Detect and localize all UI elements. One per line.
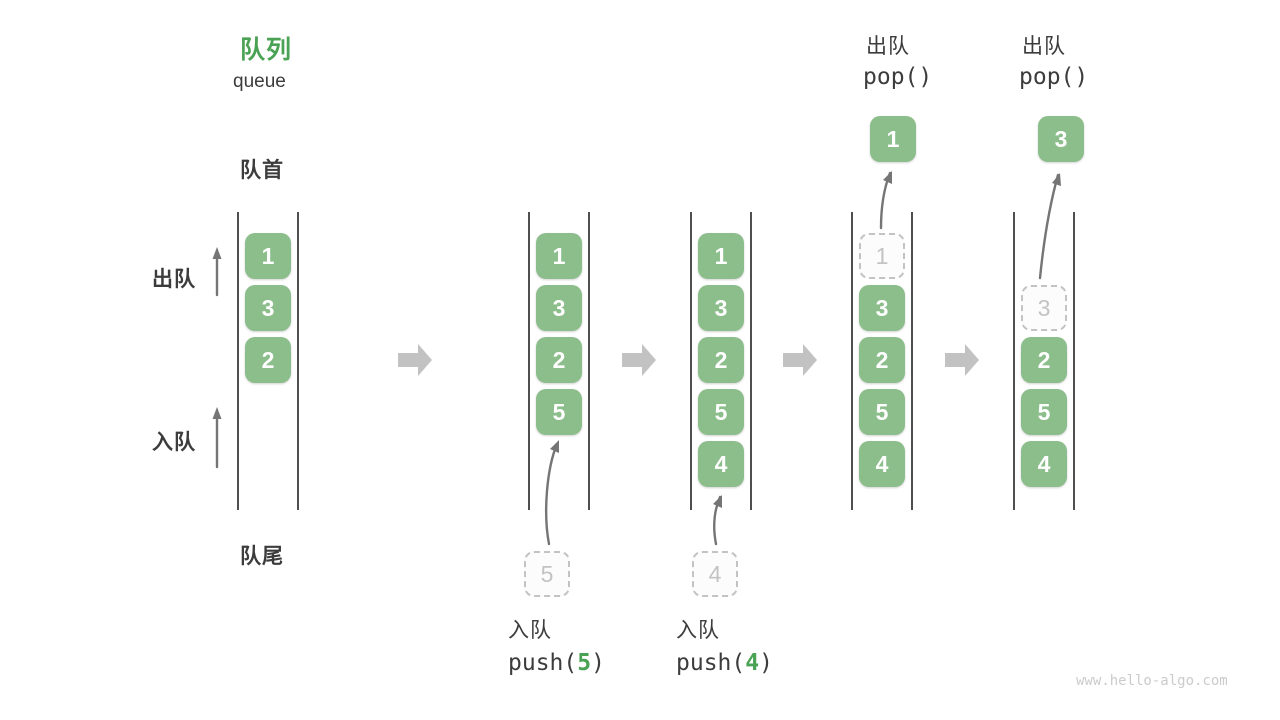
dequeue-op-label: 出队: [1022, 35, 1066, 58]
queue-cell: 1: [245, 233, 291, 279]
pop-arrow-icon: [1038, 173, 1061, 280]
queue-wall-right: [297, 212, 299, 510]
enqueue-direction-label: 入队: [152, 431, 196, 454]
queue-front-label: 队首: [240, 159, 284, 182]
queue-cell: 2: [536, 337, 582, 383]
queue-cell: 5: [698, 389, 744, 435]
pop-arrow-icon: [879, 171, 892, 230]
enqueue-direction-arrow-icon: [212, 407, 222, 469]
queue-cell: 3: [698, 285, 744, 331]
queue-cell: 1: [698, 233, 744, 279]
diagram-title-zh: 队列: [240, 36, 293, 64]
queue-cell: 4: [698, 441, 744, 487]
watermark: www.hello-algo.com: [1076, 673, 1228, 689]
push-code-post: ): [759, 650, 773, 676]
queue-cell: 2: [859, 337, 905, 383]
queue-wall-left: [237, 212, 239, 510]
queue-cell: 4: [859, 441, 905, 487]
pop-code-label: pop(): [863, 64, 933, 90]
queue-cell: 3: [536, 285, 582, 331]
queue-cell: 4: [1021, 441, 1067, 487]
push-code-post: ): [591, 650, 605, 676]
queue-wall-right: [588, 212, 590, 510]
dequeue-direction-arrow-icon: [212, 247, 222, 297]
queue-cell: 1: [536, 233, 582, 279]
incoming-cell: 4: [692, 551, 738, 597]
queue-cell: 3: [245, 285, 291, 331]
dequeue-direction-label: 出队: [152, 268, 196, 291]
stage-transition-arrow-icon: [945, 344, 979, 376]
push-code-label: push(5): [508, 650, 605, 676]
stage-transition-arrow-icon: [783, 344, 817, 376]
queue-wall-left: [1013, 212, 1015, 510]
stage-transition-arrow-icon: [622, 344, 656, 376]
popped-cell: 3: [1038, 116, 1084, 162]
enqueue-op-label: 入队: [508, 619, 552, 642]
push-code-pre: push(: [676, 650, 746, 676]
pop-code-label: pop(): [1019, 64, 1089, 90]
ghost-cell: 1: [859, 233, 905, 279]
incoming-cell: 5: [524, 551, 570, 597]
popped-cell: 1: [870, 116, 916, 162]
queue-wall-right: [750, 212, 752, 510]
ghost-cell: 3: [1021, 285, 1067, 331]
push-code-arg: 4: [745, 650, 760, 676]
queue-wall-left: [690, 212, 692, 510]
queue-wall-left: [851, 212, 853, 510]
queue-wall-right: [1073, 212, 1075, 510]
push-code-label: push(4): [676, 650, 773, 676]
queue-cell: 5: [536, 389, 582, 435]
push-code-arg: 5: [577, 650, 592, 676]
queue-cell: 5: [859, 389, 905, 435]
push-code-pre: push(: [508, 650, 578, 676]
diagram-title-en: queue: [233, 71, 286, 92]
queue-cell: 5: [1021, 389, 1067, 435]
queue-cell: 3: [859, 285, 905, 331]
stage-transition-arrow-icon: [398, 344, 432, 376]
push-arrow-icon: [545, 440, 559, 546]
enqueue-op-label: 入队: [676, 619, 720, 642]
queue-rear-label: 队尾: [240, 545, 284, 568]
queue-cell: 2: [1021, 337, 1067, 383]
queue-cell: 2: [698, 337, 744, 383]
queue-wall-right: [911, 212, 913, 510]
queue-cell: 2: [245, 337, 291, 383]
push-arrow-icon: [713, 495, 722, 546]
queue-wall-left: [528, 212, 530, 510]
dequeue-op-label: 出队: [866, 35, 910, 58]
